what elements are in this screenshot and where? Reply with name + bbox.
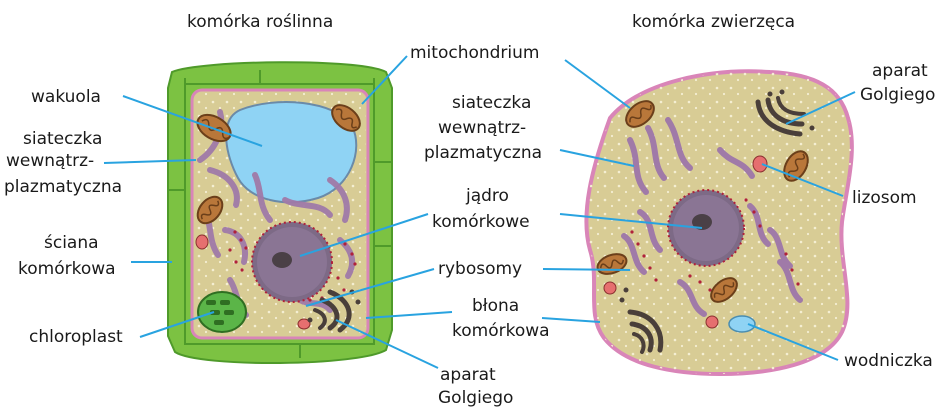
label-aparat-plant-1: aparat — [440, 365, 496, 385]
small-vacuole — [729, 316, 755, 332]
animal-cell — [586, 71, 852, 374]
label-jadro-1: jądro — [465, 186, 509, 206]
label-plant-er-1: siateczka — [23, 129, 102, 149]
label-wodniczka: wodniczka — [844, 351, 933, 371]
label-rybosomy: rybosomy — [438, 259, 522, 279]
label-lizosom: lizosom — [852, 188, 917, 208]
label-center-er-2: wewnątrz- — [438, 118, 526, 138]
label-plant-er-3: plazmatyczna — [4, 177, 122, 197]
plant-cell-title: komórka roślinna — [187, 12, 333, 32]
plant-nucleus — [252, 222, 332, 302]
label-wakuola: wakuola — [31, 87, 101, 107]
label-sciana-2: komórkowa — [18, 259, 116, 279]
label-sciana-1: ściana — [44, 233, 99, 253]
label-aparat-animal-1: aparat — [872, 61, 928, 81]
label-aparat-animal-2: Golgiego — [860, 85, 935, 105]
plant-cell — [168, 62, 392, 363]
label-blona-1: błona — [472, 296, 519, 316]
label-chloroplast: chloroplast — [29, 327, 123, 347]
label-plant-er-2: wewnątrz- — [6, 151, 94, 171]
animal-nucleus — [668, 190, 744, 266]
label-aparat-plant-2: Golgiego — [438, 388, 513, 408]
label-center-er-3: plazmatyczna — [424, 143, 542, 163]
label-jadro-2: komórkowe — [432, 212, 530, 232]
label-mitochondrium: mitochondrium — [410, 43, 539, 63]
animal-cell-title: komórka zwierzęca — [632, 12, 795, 32]
label-center-er-1: siateczka — [452, 93, 531, 113]
chloroplast-shape — [198, 292, 246, 332]
label-blona-2: komórkowa — [452, 321, 550, 341]
